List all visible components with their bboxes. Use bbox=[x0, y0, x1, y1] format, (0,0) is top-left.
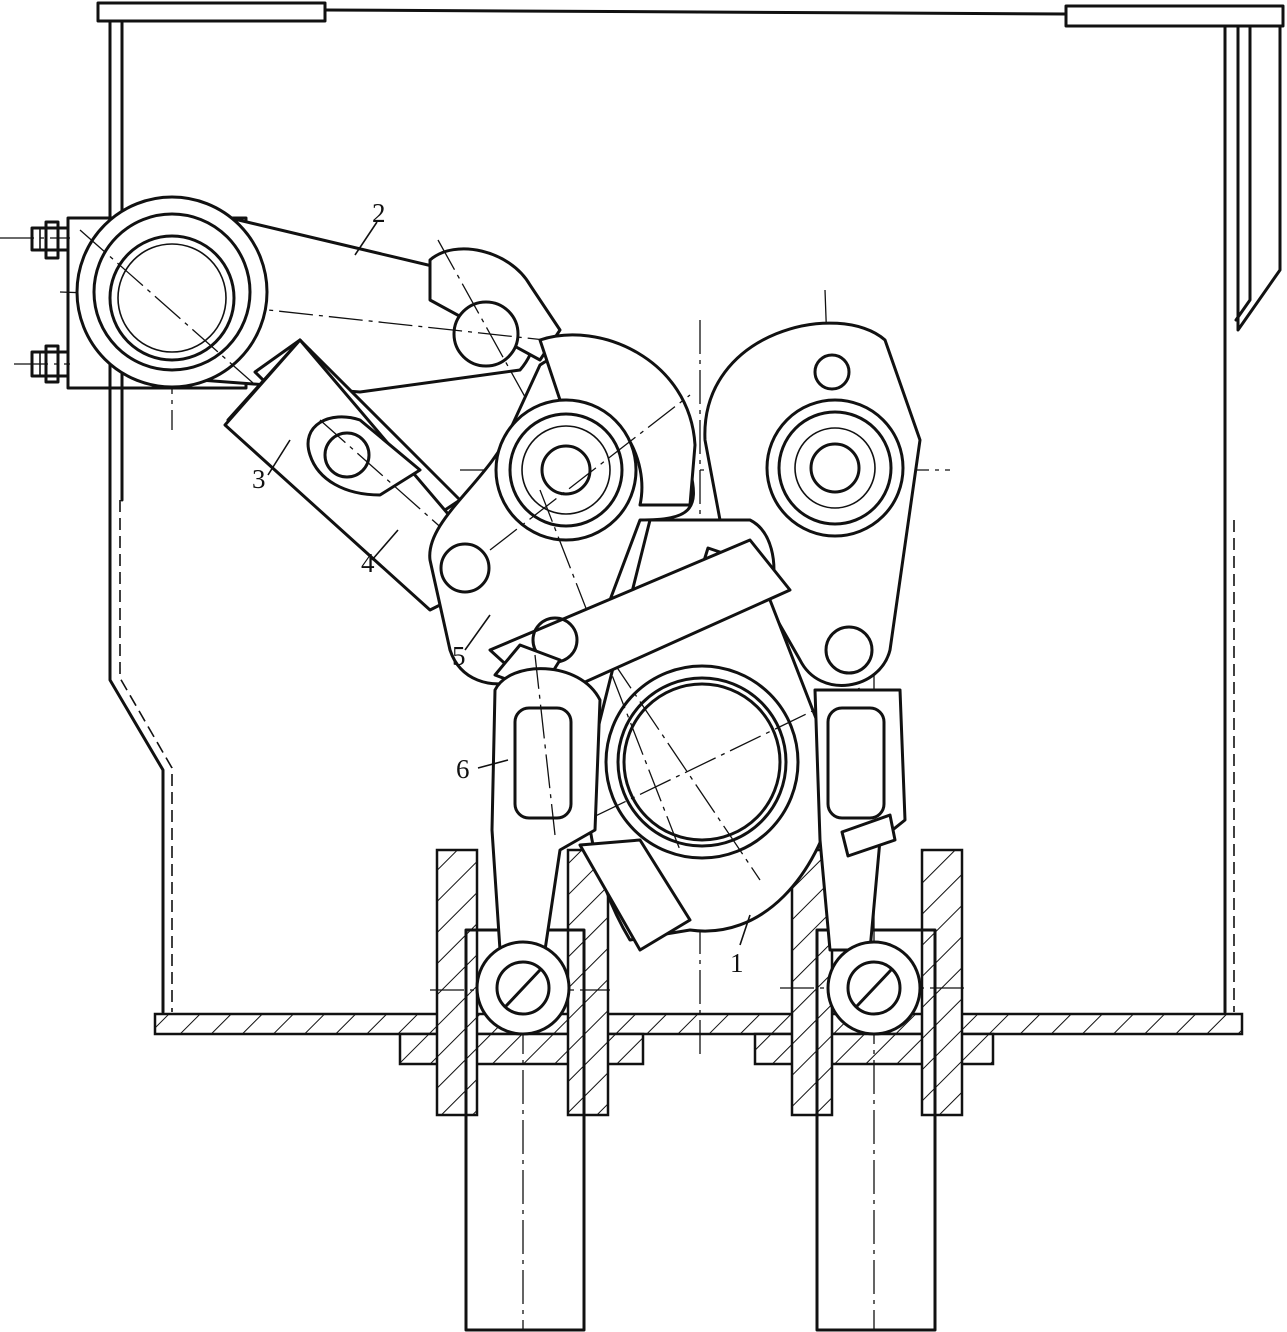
right-crank-arm bbox=[703, 321, 922, 687]
label-part-2: 2 bbox=[372, 198, 386, 228]
label-part-5: 5 bbox=[452, 641, 466, 671]
leader-lines bbox=[267, 221, 751, 946]
label-part-4: 4 bbox=[361, 548, 375, 578]
left-guide-sleeve bbox=[398, 848, 645, 1332]
connecting-rod-6 bbox=[475, 654, 602, 1036]
label-part-1: 1 bbox=[730, 948, 744, 978]
right-guide-sleeve bbox=[753, 848, 995, 1332]
label-part-3: 3 bbox=[252, 464, 266, 494]
label-part-6: 6 bbox=[456, 754, 470, 784]
right-connecting-rod bbox=[813, 688, 922, 1036]
left-crank-arm bbox=[428, 333, 697, 851]
main-pivot-hub bbox=[75, 195, 271, 399]
